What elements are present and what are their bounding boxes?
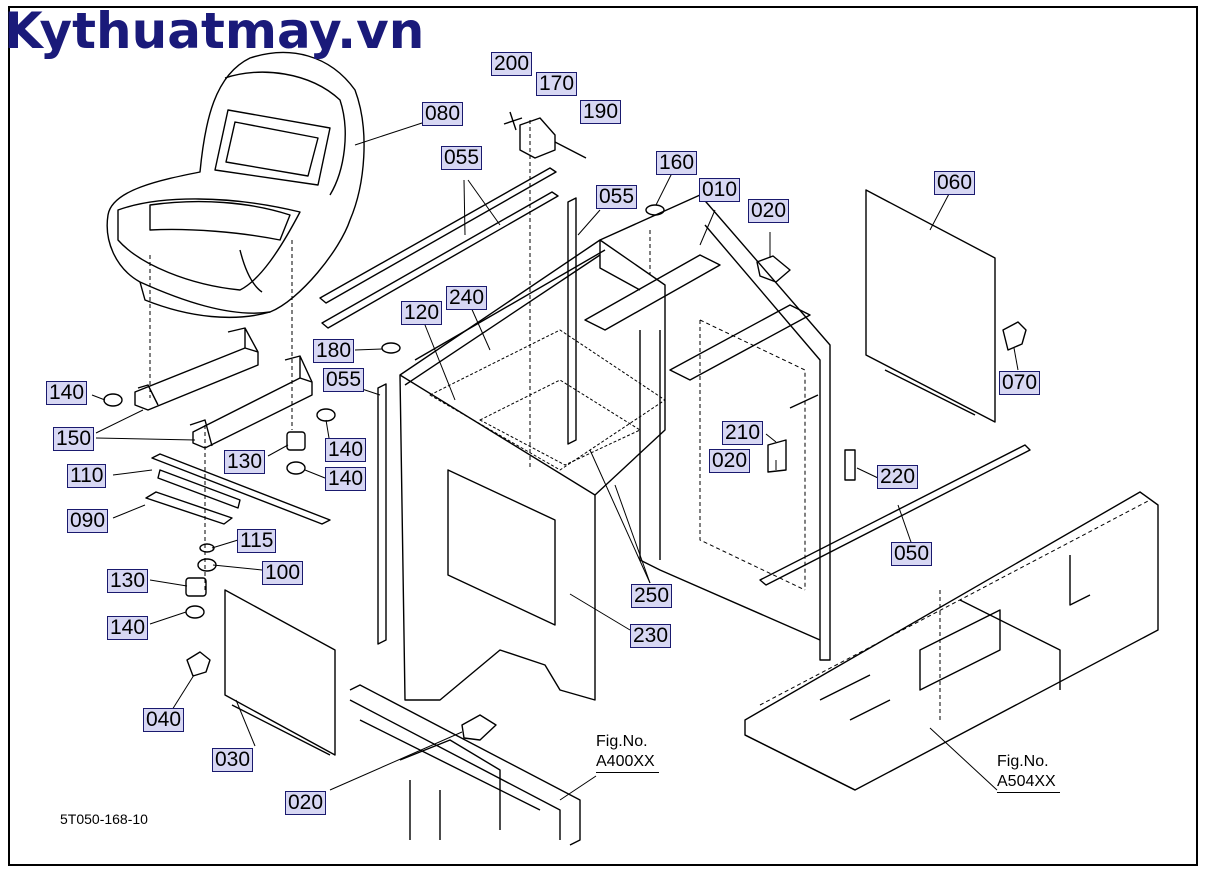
side-panel-030	[224, 589, 336, 756]
part-label-150: 150	[53, 427, 95, 451]
part-label-140-left: 140	[46, 381, 88, 405]
part-label-140-bottom: 140	[107, 616, 149, 640]
seat-centerlines	[149, 240, 293, 590]
seat	[106, 51, 365, 319]
part-label-090: 090	[67, 509, 109, 533]
part-label-250: 250	[631, 584, 673, 608]
part-label-140-lower: 140	[325, 467, 367, 491]
front-panel	[399, 239, 666, 701]
part-label-020-mid: 020	[709, 449, 751, 473]
part-label-115: 115	[237, 529, 277, 553]
part-label-020-top: 020	[748, 199, 790, 223]
part-label-055-center: 055	[596, 185, 638, 209]
figure-ref-a504: Fig.No. A504XX	[997, 752, 1060, 793]
part-label-060: 060	[934, 171, 976, 195]
part-label-030: 030	[212, 748, 254, 772]
drawing-frame	[8, 6, 1198, 866]
site-watermark: Kythuatmay.vn	[4, 2, 425, 60]
part-label-160: 160	[656, 151, 698, 175]
part-label-190: 190	[580, 100, 622, 124]
drawing-code: 5T050-168-10	[60, 811, 148, 827]
base-hidden-lines	[759, 499, 1151, 720]
part-label-180: 180	[313, 339, 355, 363]
side-panel-060	[865, 189, 996, 423]
figure-ref-a400-line2: A400XX	[596, 753, 655, 770]
figure-ref-a400: Fig.No. A400XX	[596, 732, 659, 773]
part-label-100: 100	[262, 561, 304, 585]
floor-structure	[349, 684, 581, 846]
part-label-230: 230	[630, 624, 672, 648]
part-label-040: 040	[143, 708, 185, 732]
rail-055-left	[377, 383, 387, 645]
part-label-055-left: 055	[323, 368, 365, 392]
part-label-070: 070	[999, 371, 1041, 395]
part-label-240: 240	[446, 286, 488, 310]
part-label-130-upper: 130	[224, 450, 266, 474]
part-label-050: 050	[891, 542, 933, 566]
figure-ref-a504-line2: A504XX	[997, 773, 1056, 790]
figure-ref-a504-line1: Fig.No.	[997, 753, 1049, 770]
frame-hidden-lines	[529, 120, 806, 591]
part-label-220: 220	[877, 465, 919, 489]
part-label-210: 210	[722, 421, 764, 445]
rails-055-upper	[319, 167, 559, 329]
part-label-080: 080	[422, 102, 464, 126]
seat-brackets	[134, 327, 313, 449]
part-label-120: 120	[401, 301, 443, 325]
part-label-200: 200	[491, 52, 533, 76]
rear-frame	[584, 194, 831, 661]
figure-ref-a400-line1: Fig.No.	[596, 733, 648, 750]
rail-055-center	[567, 197, 577, 445]
part-label-055-upper: 055	[441, 146, 483, 170]
part-label-110: 110	[67, 464, 107, 488]
leader-lines	[91, 122, 1019, 801]
part-label-130-lower: 130	[107, 569, 149, 593]
part-label-010: 010	[699, 178, 741, 202]
part-label-140-right: 140	[325, 438, 367, 462]
crossbar-050	[759, 444, 1031, 586]
top-plate	[429, 329, 666, 471]
part-label-170: 170	[536, 72, 578, 96]
part-label-020-bottom: 020	[285, 791, 327, 815]
top-hardware	[381, 111, 856, 481]
base-frame	[744, 491, 1159, 791]
slide-rails	[145, 453, 331, 525]
